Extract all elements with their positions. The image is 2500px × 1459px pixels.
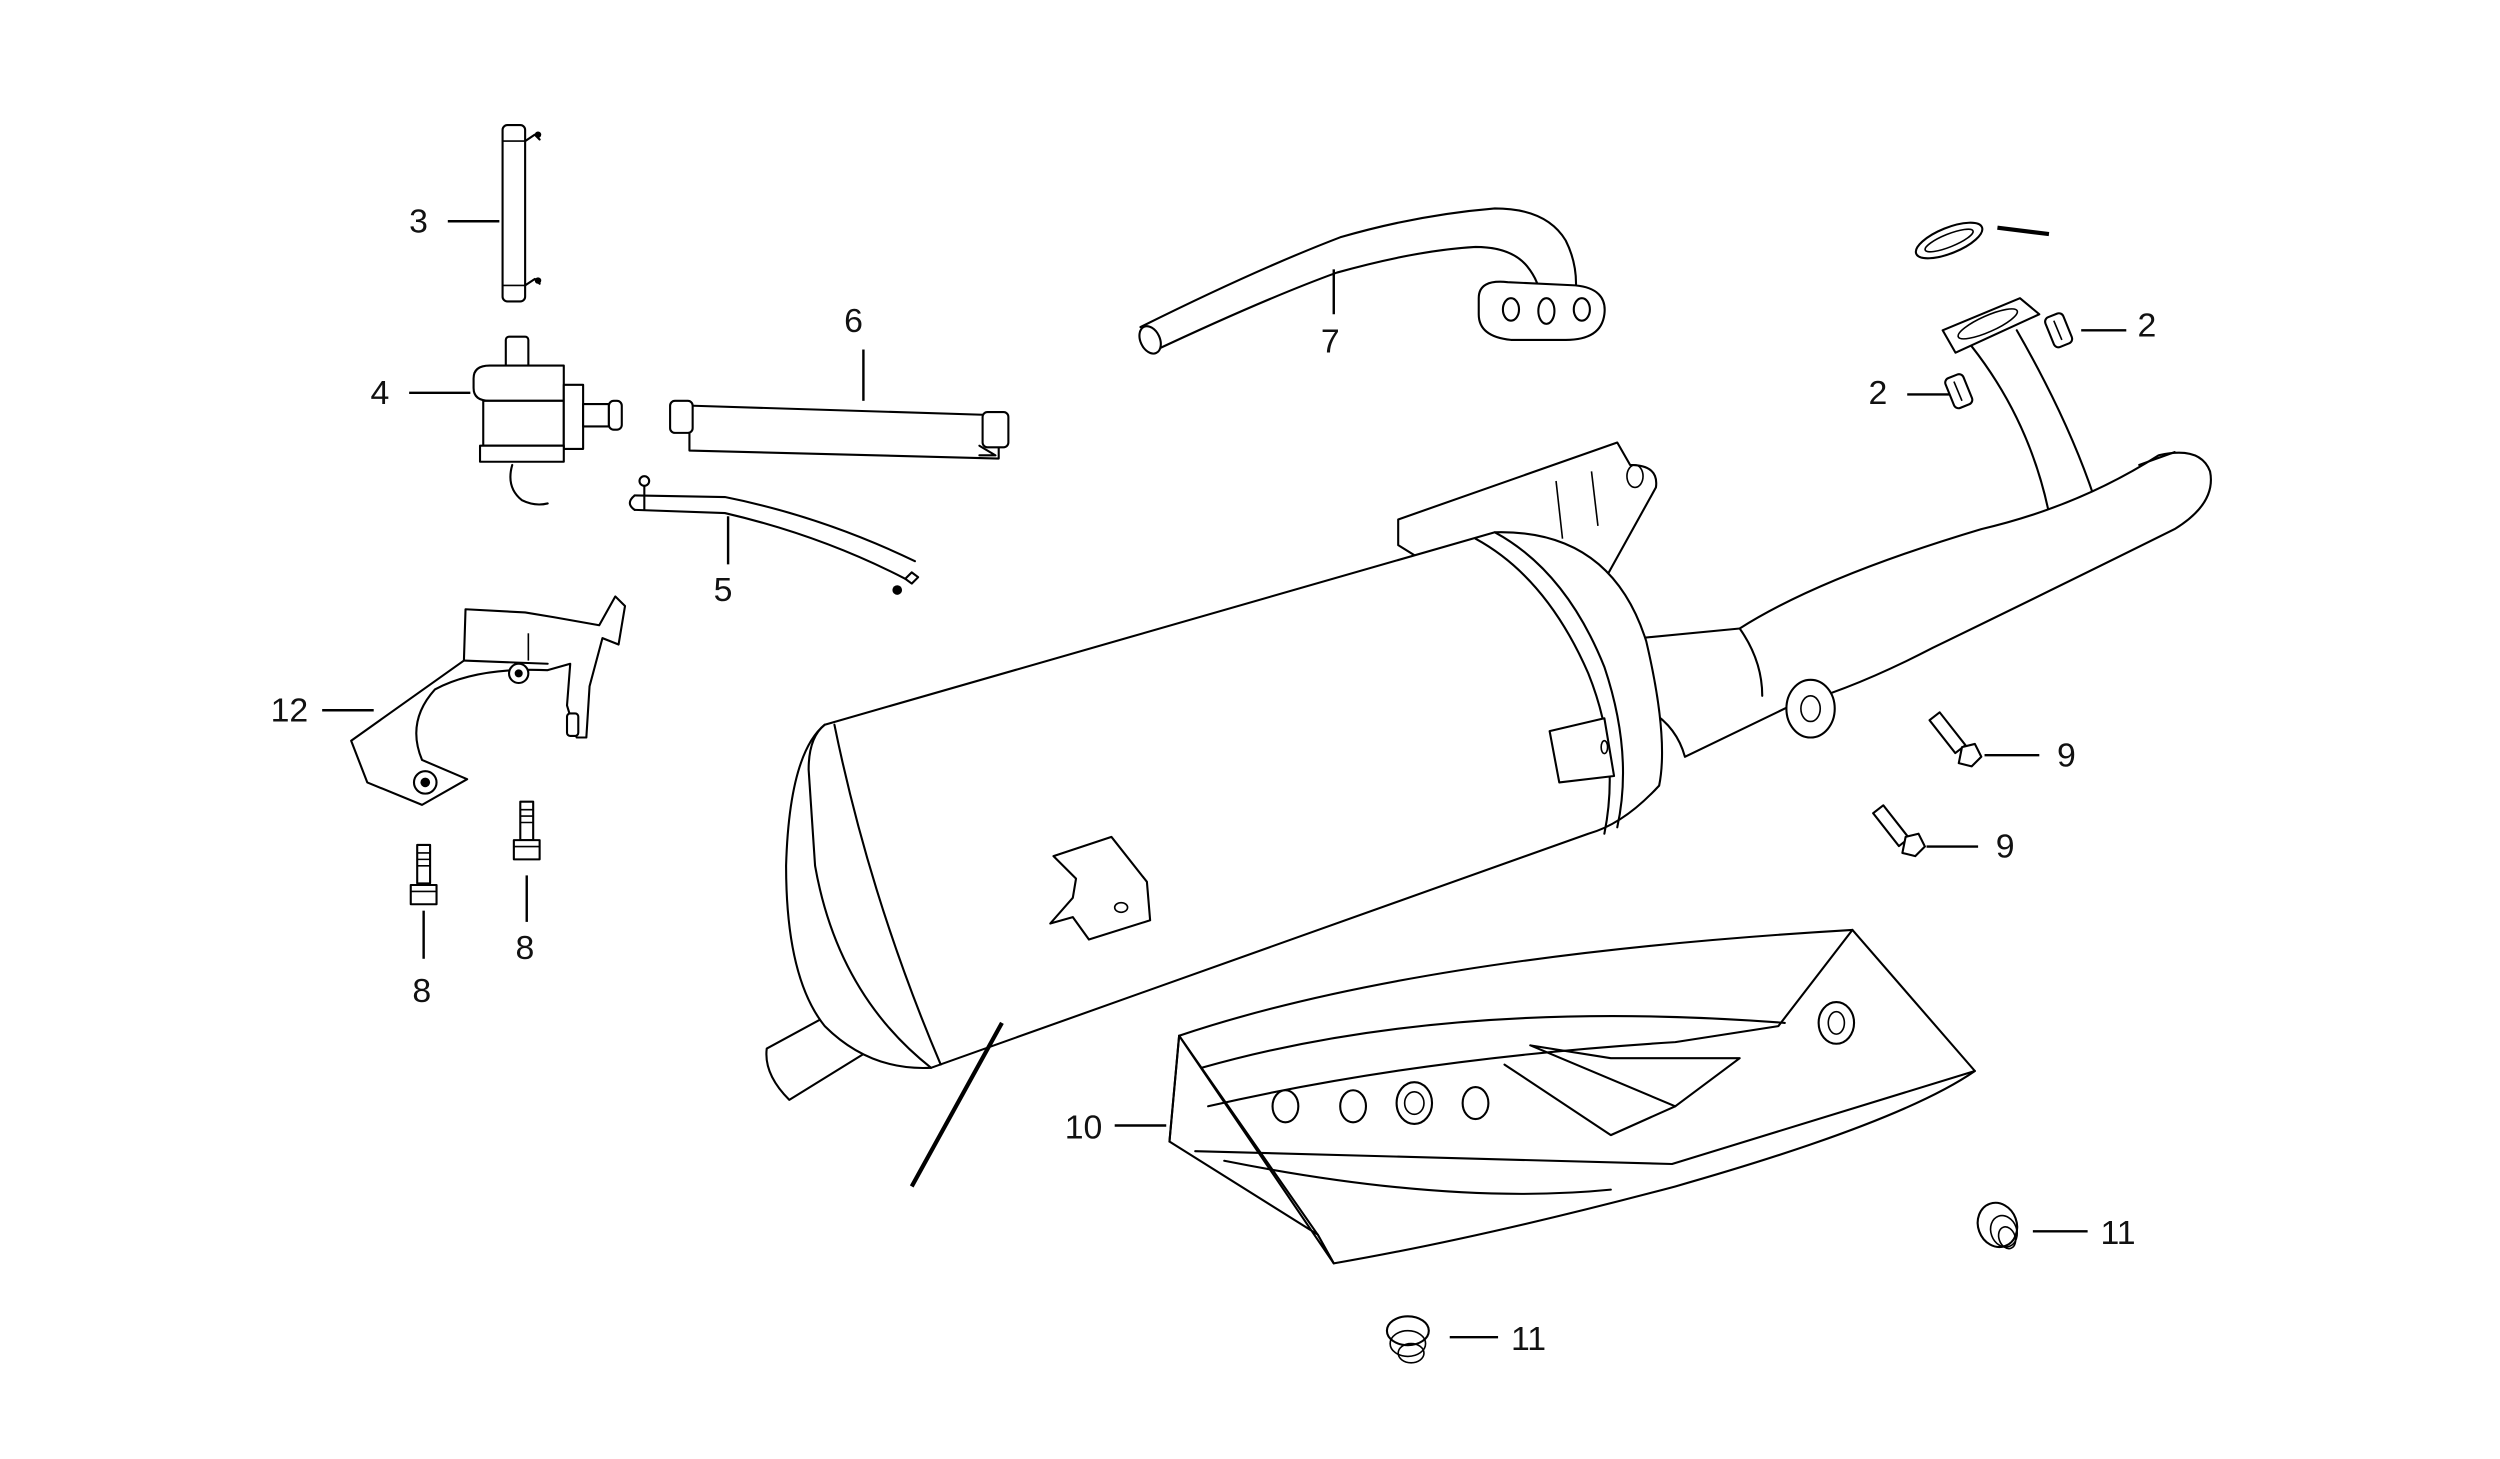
callout-2-upper: 2 [2138, 307, 2157, 345]
callout-2-lower: 2 [1869, 374, 1888, 412]
callout-7: 7 [1321, 323, 1340, 361]
callout-10: 10 [1065, 1108, 1103, 1146]
callout-12: 12 [271, 692, 309, 730]
part-2-nut-lower [1944, 373, 1974, 410]
part-12-bracket [350, 595, 627, 806]
callout-8-right: 8 [515, 929, 534, 967]
part-10-heat-shield [1168, 928, 1976, 1265]
callout-6: 6 [844, 302, 863, 340]
callout-11-right: 11 [2101, 1214, 2136, 1252]
callout-3: 3 [409, 203, 428, 241]
callout-5: 5 [714, 571, 733, 609]
part-3-pipe [501, 124, 542, 303]
gasket [1914, 221, 1984, 260]
part-8-bolt-right [512, 800, 541, 861]
part-9-bolt-lower [1872, 804, 1926, 858]
part-9-bolt-upper [1928, 711, 1983, 768]
callout-9-lower: 9 [1996, 828, 2015, 866]
muffler [765, 441, 1664, 1101]
leader-gasket [1997, 225, 2050, 237]
part-11-grommet-bottom [1385, 1315, 1430, 1364]
leader-muffler [909, 1021, 1004, 1188]
part-5-hose [628, 475, 920, 595]
callout-11-bottom: 11 [1511, 1320, 1546, 1358]
part-4-valve [472, 335, 623, 506]
part-8-bolt-left [409, 843, 438, 906]
callout-9-upper: 9 [2057, 736, 2076, 774]
part-6-pipe [669, 399, 1010, 460]
part-11-grommet-right [1976, 1201, 2019, 1250]
callout-8-left: 8 [412, 972, 431, 1010]
exhaust-header [1638, 297, 2212, 758]
part-2-nut-upper [2044, 312, 2074, 349]
callout-4: 4 [370, 374, 389, 412]
part-7-exhaust-pipe [1138, 207, 1606, 355]
